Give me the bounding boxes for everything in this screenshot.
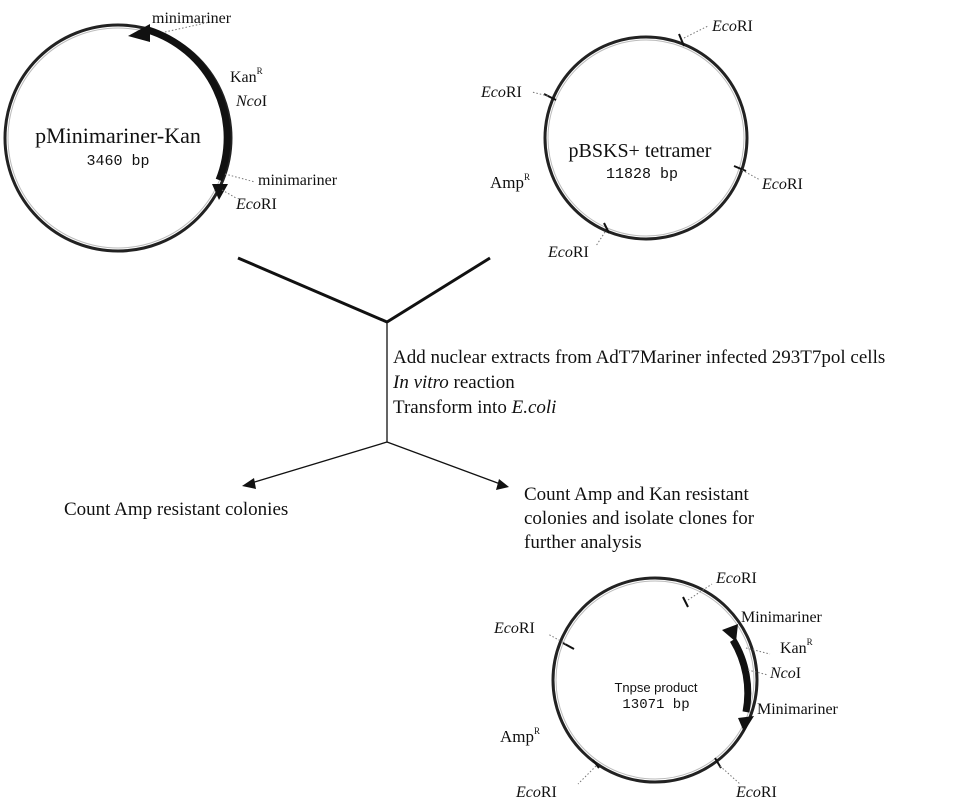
plasmid-name: pBSKS+ tetramer xyxy=(569,140,712,162)
ecori-site-marker xyxy=(678,33,685,47)
minimariner-kan-insert xyxy=(729,638,752,713)
plasmid-pminimariner-kan: minimariner KanR NcoI minimariner EcoRI … xyxy=(3,10,338,253)
amp-resistance-label: AmpR xyxy=(500,726,540,746)
ecori-site-label: EcoRI xyxy=(547,244,589,261)
outcome-amp-colonies: Count Amp resistant colonies xyxy=(64,499,288,520)
svg-text:Count Amp and Kan resistant: Count Amp and Kan resistant xyxy=(524,484,750,505)
arrowhead-icon xyxy=(242,478,256,489)
svg-text:further analysis: further analysis xyxy=(524,532,642,553)
step-nuclear-extracts: Add nuclear extracts from AdT7Mariner in… xyxy=(393,347,885,368)
ncoi-site-label: NcoI xyxy=(769,665,801,682)
minimariner-label: minimariner xyxy=(258,172,338,189)
plasmid-1-circle xyxy=(3,23,233,253)
plasmid-2-circle xyxy=(543,35,749,241)
plasmid-3-circle xyxy=(551,576,759,784)
ecori-site-label: EcoRI xyxy=(711,18,753,35)
ecori-site-marker xyxy=(603,222,610,234)
ecori-site-marker xyxy=(543,93,557,101)
amp-resistance-label: AmpR xyxy=(490,172,530,192)
outcome-amp-kan-colonies: Count Amp and Kan resistant colonies and… xyxy=(524,484,755,553)
ecori-site-marker xyxy=(592,759,600,769)
ecori-site-label: EcoRI xyxy=(715,570,757,587)
merge-connector xyxy=(237,256,491,442)
ecori-site-label: EcoRI xyxy=(493,620,535,637)
arrowhead-icon xyxy=(212,184,228,200)
ecori-site-marker xyxy=(733,165,747,172)
ecori-site-label: EcoRI xyxy=(480,84,522,101)
ecori-site-label: EcoRI xyxy=(235,196,277,213)
ecori-site-label: EcoRI xyxy=(515,784,557,801)
plasmid-size: 3460 bp xyxy=(86,153,149,170)
ecori-site-label: EcoRI xyxy=(735,784,777,801)
ecori-site-label: EcoRI xyxy=(761,176,803,193)
plasmid-tnpse-product: EcoRI EcoRI EcoRI EcoRI Minimariner KanR… xyxy=(493,570,839,801)
plasmid-size: 13071 bp xyxy=(622,697,689,713)
kan-resistance-label: KanR xyxy=(780,637,813,657)
split-connector xyxy=(242,441,509,490)
arrowhead-icon xyxy=(738,716,754,732)
minimariner-kan-insert xyxy=(146,26,231,182)
step-in-vitro-reaction: In vitro reaction xyxy=(392,372,515,393)
arrowhead-icon xyxy=(722,624,738,642)
plasmid-name: Tnpse product xyxy=(614,680,697,695)
svg-text:colonies and isolate clones fo: colonies and isolate clones for xyxy=(524,508,755,529)
plasmid-name: pMinimariner-Kan xyxy=(35,123,201,148)
arrowhead-icon xyxy=(128,24,150,42)
minimariner-label: Minimariner xyxy=(741,609,823,626)
minimariner-label: minimariner xyxy=(152,10,232,27)
procedure-steps: Add nuclear extracts from AdT7Mariner in… xyxy=(392,347,885,418)
ecori-site-marker xyxy=(682,596,689,608)
kan-resistance-label: KanR xyxy=(230,66,263,86)
step-transform: Transform into E.coli xyxy=(393,397,556,418)
ecori-site-marker xyxy=(562,642,575,650)
plasmid-size: 11828 bp xyxy=(606,166,678,183)
ncoi-site-label: NcoI xyxy=(235,93,267,110)
plasmid-pbsks-tetramer: EcoRI EcoRI EcoRI EcoRI AmpR pBSKS+ tetr… xyxy=(480,18,803,261)
arrowhead-icon xyxy=(496,479,509,490)
minimariner-label: Minimariner xyxy=(757,701,839,718)
